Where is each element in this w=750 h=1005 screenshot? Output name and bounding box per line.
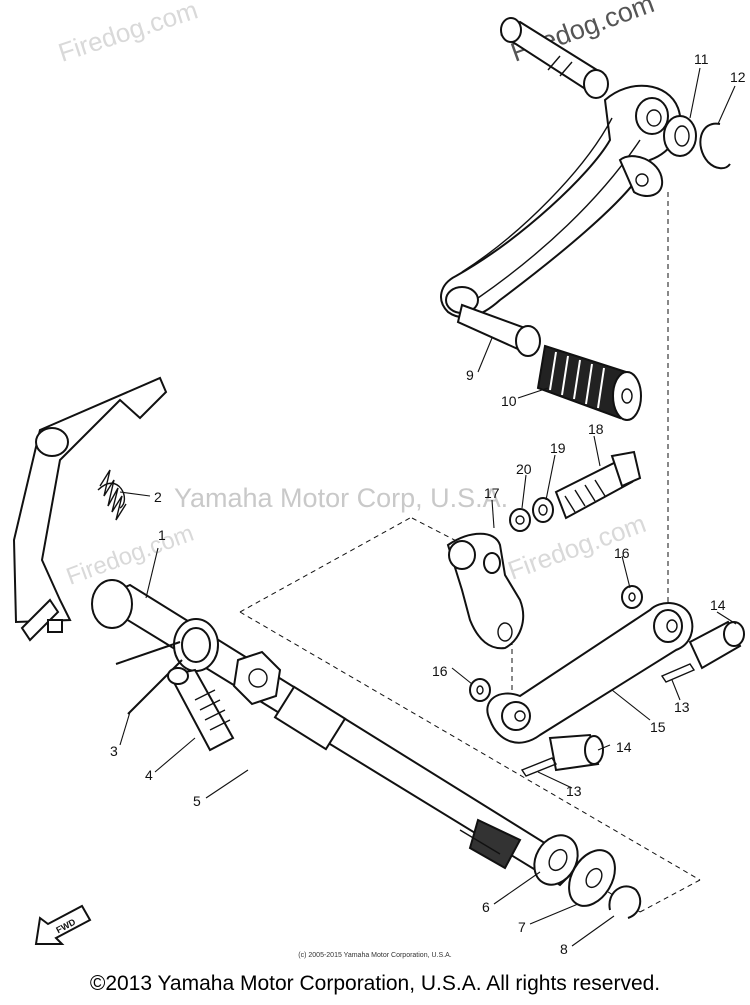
cotter-pin-13-lower [520, 757, 558, 777]
watermark-mid-left: Firedog.com [63, 520, 198, 591]
washer-16-lower [469, 678, 491, 702]
cotter-pin-13-right [660, 663, 696, 683]
bolt-18 [554, 450, 642, 520]
callout-1: 1 [158, 527, 166, 543]
callout-13-lower: 13 [566, 783, 582, 799]
callout-8: 8 [560, 941, 568, 957]
clip-8 [608, 885, 642, 919]
copyright-line: ©2013 Yamaha Motor Corporation, U.S.A. A… [89, 972, 661, 995]
callout-16-upper: 16 [614, 545, 630, 561]
spring-2 [97, 469, 127, 521]
callout-17: 17 [484, 485, 500, 501]
washer-20 [509, 508, 531, 532]
watermark-center: Yamaha Motor Corp, U.S.A. [174, 483, 508, 513]
callout-2: 2 [154, 489, 162, 505]
callout-4: 4 [145, 767, 153, 783]
lever-17 [446, 532, 525, 650]
bolt-4 [167, 667, 235, 752]
callout-11: 11 [694, 51, 709, 67]
fwd-arrow-icon: FWD [34, 904, 92, 945]
callout-9: 9 [466, 367, 474, 383]
washer-19 [532, 497, 554, 523]
callout-6: 6 [482, 899, 490, 915]
washer-11 [663, 115, 697, 157]
return-spring-3 [115, 618, 219, 715]
callout-19: 19 [550, 440, 566, 456]
callout-14-lower: 14 [616, 739, 632, 755]
pin-14-lower [548, 733, 604, 772]
nut-5 [232, 650, 282, 706]
shift-plate [12, 376, 168, 642]
watermark-top-left: Firedog.com [55, 0, 202, 68]
credit-line: (c) 2005-2015 Yamaha Motor Corporation, … [298, 952, 452, 959]
callout-20: 20 [516, 461, 532, 477]
clip-12 [699, 122, 731, 170]
callout-18: 18 [588, 421, 604, 437]
link-rod-15 [486, 602, 694, 744]
shift-pedal [440, 84, 682, 319]
callout-3: 3 [110, 743, 118, 759]
callout-10: 10 [501, 393, 517, 409]
callout-labels: 1 2 3 4 5 6 7 8 9 10 11 12 13 13 14 14 1… [110, 51, 746, 957]
washer-16-upper [621, 585, 643, 609]
callout-16-lower: 16 [432, 663, 448, 679]
callout-15: 15 [650, 719, 666, 735]
callout-13-right: 13 [674, 699, 690, 715]
rubber-grip-10 [536, 344, 642, 421]
callout-5: 5 [193, 793, 201, 809]
leader-lines [119, 67, 737, 947]
pedal-top-pin [500, 17, 609, 99]
callout-7: 7 [518, 919, 526, 935]
callout-12: 12 [730, 69, 746, 85]
callout-14-right: 14 [710, 597, 726, 613]
pin-14-right [688, 620, 745, 670]
pedal-shaft-9 [456, 303, 541, 357]
